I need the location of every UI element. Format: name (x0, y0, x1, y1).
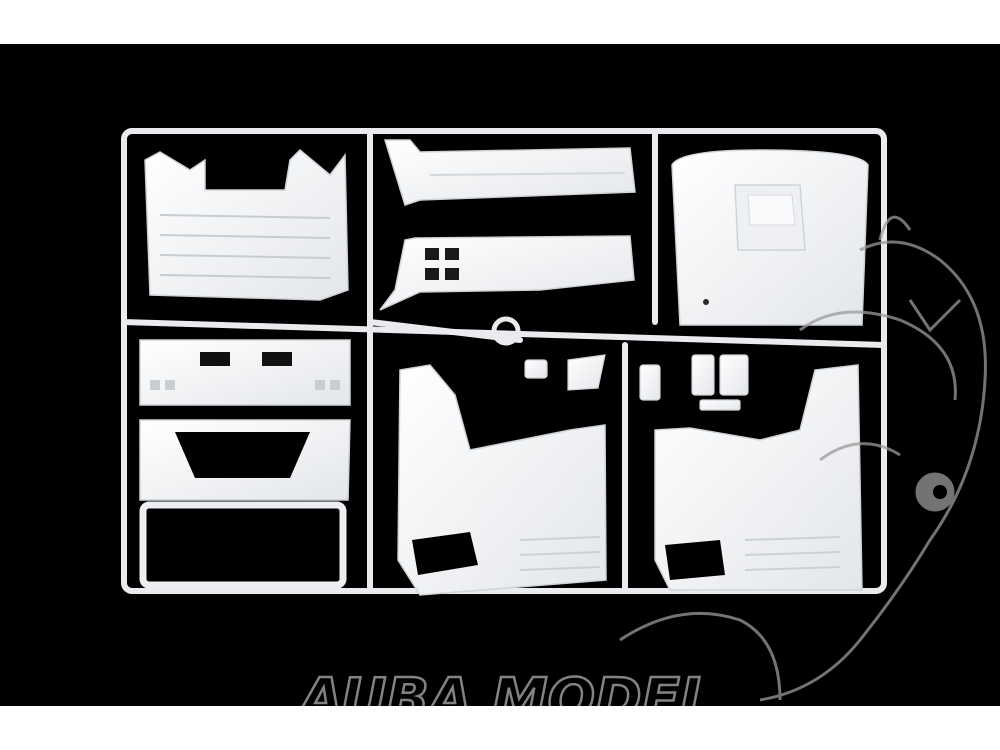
sprue-ring (491, 316, 521, 346)
front-grille (139, 339, 351, 501)
watermark-mascot (619, 215, 987, 702)
small-parts (524, 354, 749, 411)
cab-back-panel (144, 148, 349, 301)
door-right (654, 364, 863, 591)
door-left (397, 364, 607, 596)
side-skirt-lower (379, 235, 635, 311)
windshield-frame (139, 501, 347, 589)
top-border (0, 0, 1000, 44)
cab-roof (671, 149, 869, 326)
side-skirt-upper (383, 139, 636, 206)
sprue-frame (121, 128, 887, 594)
bottom-border (0, 706, 1000, 750)
